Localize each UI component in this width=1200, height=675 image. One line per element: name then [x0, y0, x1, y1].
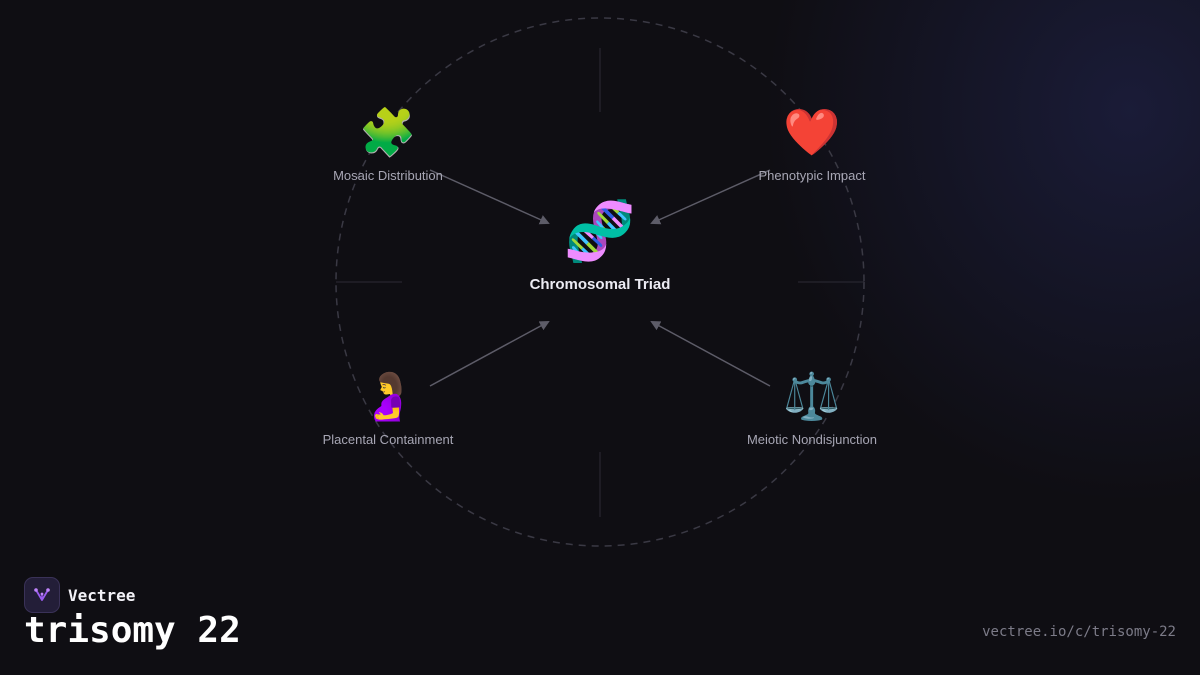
- brand-name: Vectree: [68, 585, 136, 605]
- arrow-mosaic-to-center: [429, 169, 550, 225]
- arrow-phenotypic-to-center: [650, 169, 771, 225]
- node-label: Mosaic Distribution: [333, 168, 443, 183]
- node-placental-containment: 🤰 Placental Containment: [278, 370, 498, 447]
- node-label: Placental Containment: [322, 432, 454, 447]
- page-title: trisomy 22: [24, 610, 241, 651]
- page-url[interactable]: vectree.io/c/trisomy-22: [982, 624, 1176, 640]
- pregnant-woman-icon: 🤰: [359, 370, 417, 422]
- node-label: Phenotypic Impact: [758, 168, 866, 183]
- node-phenotypic-impact: ❤️ Phenotypic Impact: [702, 106, 922, 183]
- puzzle-icon: 🧩: [359, 106, 417, 158]
- center-node: 🧬 Chromosomal Triad: [500, 199, 700, 294]
- balance-scale-icon: ⚖️: [783, 370, 841, 422]
- arrow-meiotic-to-center: [650, 321, 771, 387]
- center-label: Chromosomal Triad: [529, 276, 671, 293]
- vectree-logo-icon: [24, 577, 60, 613]
- node-label: Meiotic Nondisjunction: [746, 432, 878, 447]
- node-mosaic-distribution: 🧩 Mosaic Distribution: [278, 106, 498, 183]
- heart-icon: ❤️: [783, 106, 841, 158]
- brand[interactable]: Vectree: [24, 577, 135, 613]
- dna-icon: 🧬: [563, 199, 637, 264]
- node-meiotic-nondisjunction: ⚖️ Meiotic Nondisjunction: [702, 370, 922, 447]
- arrow-placental-to-center: [429, 321, 550, 387]
